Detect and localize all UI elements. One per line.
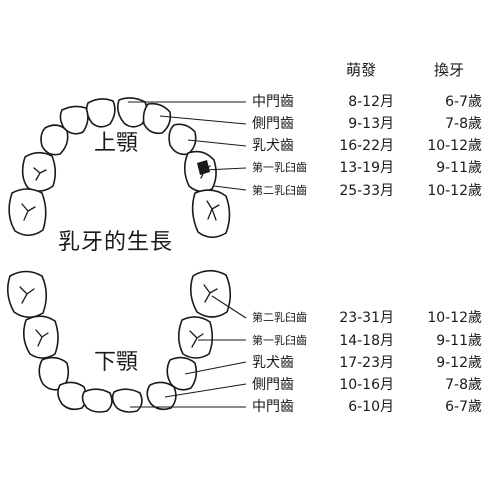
lower-central-incisor-right <box>111 388 143 413</box>
upper-tooth-eruption: 25-33月 <box>339 183 394 199</box>
lower-tooth-eruption: 10-16月 <box>339 377 394 393</box>
lower-tooth-name: 乳犬齒 <box>252 355 294 371</box>
upper-central-incisor-left <box>85 98 116 128</box>
lower-jaw-label: 下顎 <box>94 350 139 375</box>
lower-tooth-replacement: 6-7歲 <box>445 399 482 415</box>
upper-canine-right <box>168 123 197 156</box>
lower-tooth-eruption: 17-23月 <box>339 355 394 371</box>
upper-tooth-replacement: 10-12歲 <box>427 138 482 154</box>
lower-first-molar-right <box>177 316 214 359</box>
lower-tooth-name: 第二乳臼齒 <box>252 311 307 324</box>
upper-tooth-name: 側門齒 <box>252 116 294 132</box>
lower-tooth-name: 中門齒 <box>252 399 294 415</box>
upper-tooth-replacement: 7-8歲 <box>445 116 482 132</box>
upper-tooth-eruption: 9-13月 <box>348 116 394 132</box>
upper-canine-left <box>40 124 69 156</box>
eruption-header: 萌發 <box>346 61 377 79</box>
molar-fissures <box>19 162 220 348</box>
leader-lines <box>128 101 247 408</box>
upper-tooth-eruption: 16-22月 <box>339 138 394 154</box>
lower-second-molar-right <box>189 269 232 318</box>
lower-tooth-replacement: 9-12歲 <box>436 355 482 371</box>
diagram-title: 乳牙的生長 <box>58 230 174 255</box>
lower-tooth-replacement: 10-12歲 <box>427 310 482 326</box>
upper-tooth-name: 乳犬齒 <box>252 138 294 154</box>
lower-tooth-eruption: 6-10月 <box>348 399 394 415</box>
upper-tooth-name: 第二乳臼齒 <box>252 184 307 197</box>
replacement-header: 換牙 <box>434 61 465 79</box>
upper-lateral-incisor-left <box>59 105 89 135</box>
lower-tooth-replacement: 7-8歲 <box>445 377 482 393</box>
lower-lateral-incisor-right <box>146 381 177 411</box>
lower-lateral-incisor-left <box>57 381 87 411</box>
molar-shade <box>197 160 210 175</box>
upper-tooth-replacement: 6-7歲 <box>445 94 482 110</box>
lower-canine-right <box>166 356 198 391</box>
upper-second-molar-right <box>191 189 231 239</box>
upper-jaw-label: 上顎 <box>94 131 139 156</box>
upper-tooth-name: 第一乳臼齒 <box>252 161 307 174</box>
lower-tooth-replacement: 9-11歲 <box>436 333 482 349</box>
upper-tooth-name: 中門齒 <box>252 94 294 110</box>
lower-first-molar-left <box>22 315 59 359</box>
lower-tooth-name: 第一乳臼齒 <box>252 334 307 347</box>
lower-tooth-eruption: 23-31月 <box>339 310 394 326</box>
upper-central-incisor-right <box>117 97 148 128</box>
lower-tooth-name: 側門齒 <box>252 377 294 393</box>
upper-tooth-replacement: 10-12歲 <box>427 183 482 199</box>
upper-tooth-eruption: 8-12月 <box>348 94 394 110</box>
upper-tooth-replacement: 9-11歲 <box>436 160 482 176</box>
lower-central-incisor-left <box>81 388 113 413</box>
lower-tooth-eruption: 14-18月 <box>339 333 394 349</box>
upper-tooth-eruption: 13-19月 <box>339 160 394 176</box>
upper-lateral-incisor-right <box>142 102 172 135</box>
